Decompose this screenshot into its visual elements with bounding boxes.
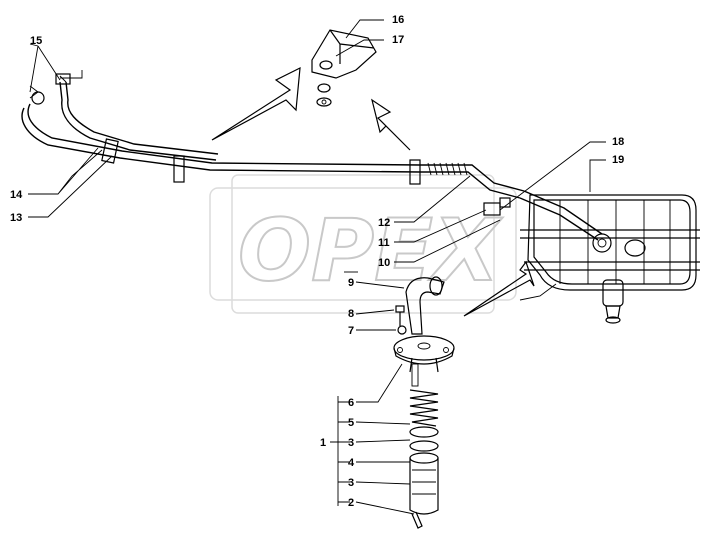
callout-12: 12 [378, 217, 390, 229]
watermark-text: OPEX [238, 201, 503, 301]
washer [316, 97, 332, 107]
tank-sender-unit [592, 233, 612, 253]
callout-labels: 15 14 13 16 17 18 19 12 11 10 9 8 7 6 5 … [10, 14, 624, 509]
callout-13: 13 [10, 212, 22, 224]
spring [409, 389, 439, 427]
pipe-junction [483, 202, 501, 216]
pipe-clamp [101, 138, 119, 164]
callout-arrows [211, 66, 535, 317]
clip [411, 511, 423, 529]
tank-filler-cap [624, 239, 646, 257]
callout-11: 11 [378, 237, 390, 249]
fuel-pipe [21, 73, 603, 241]
watermark: OPEX [209, 174, 517, 314]
callout-19: 19 [612, 154, 624, 166]
fuel-tank [519, 194, 700, 324]
callout-4: 4 [348, 457, 355, 469]
bracket-hole [319, 60, 333, 70]
callout-10: 10 [378, 257, 390, 269]
watermark-frame [209, 187, 517, 301]
pipe-end-connector [55, 73, 71, 85]
callout-3-upper: 3 [348, 437, 354, 449]
callout-5: 5 [348, 417, 354, 429]
callout-18: 18 [612, 136, 624, 148]
callout-14: 14 [10, 189, 23, 201]
callout-17: 17 [392, 34, 404, 46]
pipe-end-fitting [31, 91, 45, 105]
callout-3-lower: 3 [348, 477, 354, 489]
callout-6: 6 [348, 397, 354, 409]
pipe-junction-small [499, 197, 511, 208]
pipe-clamp [173, 155, 185, 183]
callout-15: 15 [30, 35, 42, 47]
pump-assembly [393, 276, 455, 529]
pipe-clamp [409, 159, 421, 185]
callout-8: 8 [348, 308, 354, 320]
callout-16: 16 [392, 14, 404, 26]
filter-cartridge [409, 458, 439, 515]
bolt [395, 305, 405, 313]
bracket-assembly [311, 29, 377, 107]
callout-2: 2 [348, 497, 354, 509]
washer-7 [397, 325, 407, 335]
nut [317, 83, 331, 93]
pipe-spring [427, 162, 468, 176]
callout-7: 7 [348, 325, 354, 337]
leader-lines [28, 19, 606, 515]
callout-1: 1 [320, 437, 326, 449]
callout-9: 9 [348, 277, 354, 289]
